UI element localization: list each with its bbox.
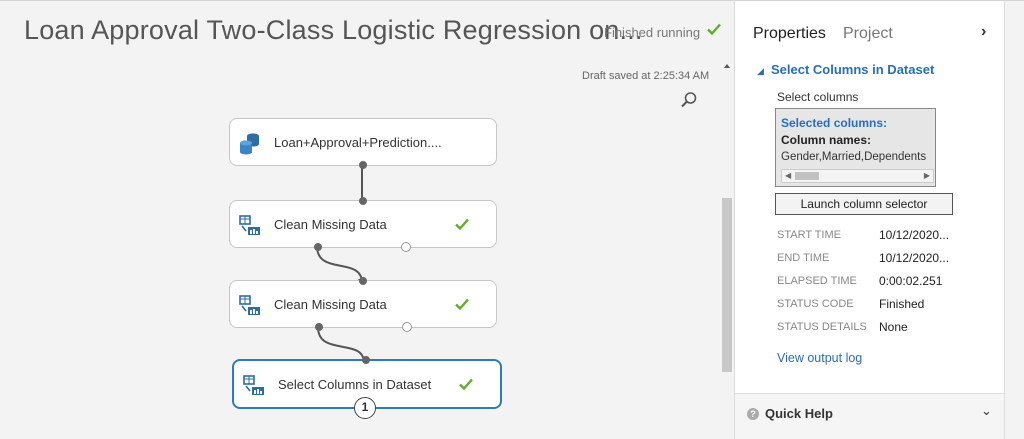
module-label: Clean Missing Data xyxy=(274,296,387,312)
module-clean-missing-data-1[interactable]: Clean Missing Data xyxy=(229,197,497,252)
canvas-scrollbar[interactable] xyxy=(722,198,732,372)
check-icon xyxy=(459,378,473,391)
output-port-badge[interactable]: 1 xyxy=(354,397,376,419)
meta-key: END TIME xyxy=(777,252,830,264)
input-port[interactable] xyxy=(362,356,370,364)
module-icon xyxy=(239,215,260,235)
scroll-left-arrow-icon[interactable]: ◀ xyxy=(785,171,792,180)
quick-help-bar[interactable]: ? Quick Help ⌄ xyxy=(735,394,1005,439)
meta-value: None xyxy=(879,320,908,334)
help-icon: ? xyxy=(747,408,759,420)
module-clean-missing-data-2[interactable]: Clean Missing Data xyxy=(229,277,497,332)
output-port[interactable] xyxy=(315,323,323,331)
section-title[interactable]: Select Columns in Dataset xyxy=(771,62,935,77)
horizontal-scrollbar[interactable]: ◀ ▶ xyxy=(781,169,934,183)
selected-columns-box: Selected columns: Column names: Gender,M… xyxy=(775,108,936,187)
view-output-log-link[interactable]: View output log xyxy=(777,351,863,365)
scroll-right-arrow-icon[interactable]: ▶ xyxy=(923,171,930,180)
select-columns-label: Select columns xyxy=(777,90,859,104)
dataset-icon xyxy=(240,133,259,155)
check-icon xyxy=(707,23,721,36)
scrollbar-thumb[interactable] xyxy=(795,172,819,180)
input-port[interactable] xyxy=(359,197,367,205)
output-port[interactable] xyxy=(314,243,322,251)
module-loan-dataset[interactable]: Loan+Approval+Prediction.... xyxy=(229,118,497,169)
module-label: Loan+Approval+Prediction.... xyxy=(274,134,442,150)
chevron-down-icon[interactable]: ⌄ xyxy=(981,403,992,418)
right-edge-strip xyxy=(1004,0,1024,439)
meta-key: STATUS CODE xyxy=(777,298,854,310)
column-names-label: Column names: xyxy=(781,133,872,147)
meta-value: Finished xyxy=(879,297,925,311)
meta-key: ELAPSED TIME xyxy=(777,275,857,287)
quick-help-label: Quick Help xyxy=(765,406,833,421)
module-icon xyxy=(239,295,260,315)
module-label: Clean Missing Data xyxy=(274,216,387,232)
meta-key: START TIME xyxy=(777,229,841,241)
check-icon xyxy=(455,298,469,311)
module-label: Select Columns in Dataset xyxy=(278,376,432,392)
column-list: Gender,Married,Dependents xyxy=(781,151,927,163)
meta-value: 10/12/2020... xyxy=(879,251,950,265)
meta-value: 0:00:02.251 xyxy=(879,274,943,288)
divider xyxy=(735,393,1005,394)
launch-column-selector-button[interactable]: Launch column selector xyxy=(775,193,953,215)
module-icon xyxy=(243,375,264,395)
output-port-secondary[interactable] xyxy=(401,242,411,252)
scroll-up-arrow-icon[interactable] xyxy=(722,61,732,71)
check-icon xyxy=(455,218,469,231)
input-port[interactable] xyxy=(359,277,367,285)
triangle-down-icon[interactable]: ◢ xyxy=(757,66,764,76)
selected-columns-title: Selected columns: xyxy=(781,116,888,130)
output-port[interactable] xyxy=(359,161,367,169)
tab-properties[interactable]: Properties xyxy=(753,25,826,42)
experiment-canvas[interactable]: Loan Approval Two-Class Logistic Regress… xyxy=(0,0,734,439)
chevron-right-icon[interactable]: › xyxy=(981,23,987,40)
draft-saved-text: Draft saved at 2:25:34 AM xyxy=(582,70,710,82)
search-icon[interactable] xyxy=(680,91,698,109)
properties-panel: Properties Project › ◢ Select Columns in… xyxy=(734,0,1005,439)
experiment-title[interactable]: Loan Approval Two-Class Logistic Regress… xyxy=(24,15,643,45)
run-status-text: Finished running xyxy=(604,25,701,40)
meta-key: STATUS DETAILS xyxy=(777,321,867,333)
meta-value: 10/12/2020... xyxy=(879,228,950,242)
tab-project[interactable]: Project xyxy=(843,25,893,42)
output-port-secondary[interactable] xyxy=(402,322,412,332)
